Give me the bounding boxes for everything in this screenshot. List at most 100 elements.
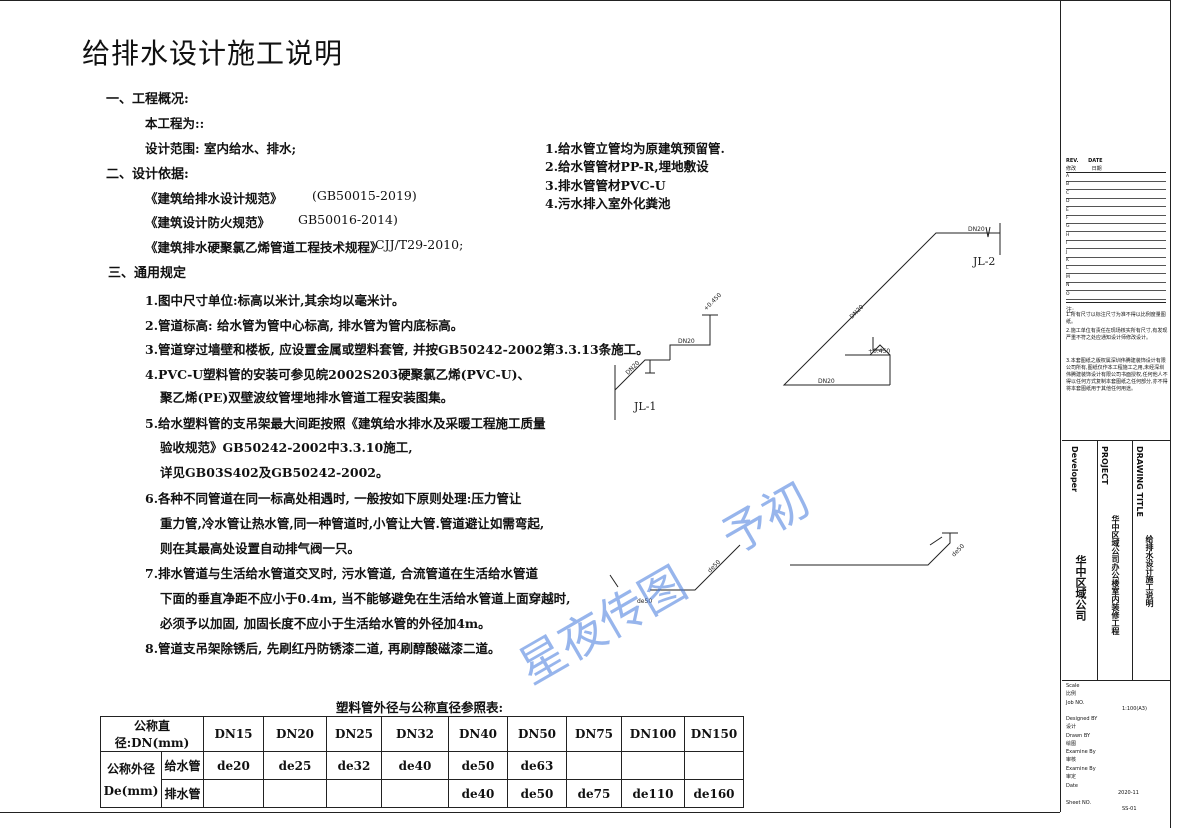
table-cell — [566, 751, 622, 780]
examine-sub: 审核 — [1066, 757, 1077, 763]
tb-note: 1.所有尺寸以标注尺寸为准不得以比例度量图纸。 — [1066, 312, 1166, 325]
table-cell: DN25 — [326, 716, 382, 752]
code-name: 《建筑排水硬聚氯乙烯管道工程技术规程》 — [145, 240, 383, 255]
table-row-label: 排水管 — [161, 779, 204, 808]
table-cell: de63 — [507, 751, 567, 780]
revision-row: E — [1066, 208, 1166, 216]
date-label: DATE — [1088, 158, 1103, 164]
drawn-label: Drawn BY — [1066, 733, 1091, 739]
sheet-value: SS-01 — [1122, 806, 1137, 812]
revision-letter: E — [1066, 207, 1069, 213]
revision-row: A — [1066, 174, 1166, 182]
project-label: PROJECT — [1100, 446, 1109, 485]
rule-item-cont: 必须予以加固, 加固长度不应小于生活给水管的外径加4m。 — [160, 616, 491, 631]
group-header-line1: 公称外径 — [107, 761, 156, 776]
table-cell: de40 — [448, 779, 508, 808]
sheet-label: Sheet NO. — [1066, 800, 1092, 806]
rev-subheader: 修改 日期 — [1066, 165, 1168, 172]
revision-letter: A — [1066, 174, 1070, 179]
table-cell: DN150 — [684, 716, 744, 752]
dim-label: DN20 — [678, 338, 695, 345]
table-cell — [263, 779, 327, 808]
dim-label: DN20 — [818, 378, 835, 385]
table-cell: DN75 — [566, 716, 622, 752]
jl1-supply-pipe — [669, 315, 711, 360]
table-cell: DN32 — [381, 716, 449, 752]
drawing-title-label: DRAWING TITLE — [1135, 446, 1144, 517]
dim-label: DN20 — [968, 226, 985, 233]
revision-letter: M — [1066, 274, 1070, 280]
developer-label: Developer — [1070, 446, 1079, 493]
table-cell — [203, 779, 264, 808]
table-cell: de160 — [684, 779, 744, 808]
revision-row: K — [1066, 258, 1166, 266]
group-header-line2: De(mm) — [103, 783, 159, 798]
code-number: CJJ/T29-2010; — [375, 237, 464, 252]
table-cell: de20 — [203, 751, 264, 780]
rule-item: 7.排水管道与生活给水管道交叉时, 污水管道, 合流管道在生活给水管道 — [145, 566, 538, 581]
examine-label: Examine By — [1066, 749, 1096, 755]
scale-sub: 比例 — [1066, 691, 1077, 697]
revision-letter: L — [1066, 266, 1069, 272]
tb-notes-heading: 注: — [1066, 307, 1075, 314]
examine2-sub: 审定 — [1066, 774, 1077, 780]
table-cell: DN20 — [263, 716, 327, 752]
code-name: 《建筑给排水设计规范》 — [145, 191, 283, 206]
table-cell: de25 — [263, 751, 327, 780]
drawing-title: 给排水设计施工说明 — [1145, 535, 1154, 607]
table-cell — [381, 779, 449, 808]
rule-item: 4.PVC-U塑料管的安装可参见皖2002S203硬聚氯乙烯(PVC-U)、 — [145, 367, 531, 382]
tb-note: 2.施工单位有责任在现场核实所有尺寸,有发现严重不符之处应通知设计师修改设计。 — [1066, 328, 1168, 341]
revision-letter: O — [1066, 291, 1070, 297]
project-name-line: 本工程为:: — [145, 116, 205, 131]
revision-row: M — [1066, 275, 1166, 283]
revision-row: L — [1066, 266, 1166, 275]
design-scope-line: 设计范围: 室内给水、排水; — [145, 141, 297, 156]
table-caption: 塑料管外径与公称直径参照表: — [336, 700, 504, 715]
revision-letter: H — [1066, 232, 1070, 238]
code-name: 《建筑设计防火规范》 — [145, 215, 271, 230]
elevation-label: +0.450 — [868, 348, 890, 355]
jl2-elev-tick — [872, 337, 883, 351]
rule-item-cont: 重力管,冷水管让热水管,同一种管道时,小管让大管.管道避让如需弯起, — [160, 516, 545, 531]
rule-item: 8.管道支吊架除锈后, 先刷红丹防锈漆二道, 再刷醇酸磁漆二道。 — [145, 641, 501, 656]
revision-letter: G — [1066, 224, 1070, 230]
sheet-frame-bottom — [0, 812, 1060, 813]
revision-row: G — [1066, 224, 1166, 233]
designed-sub: 设计 — [1066, 724, 1077, 730]
rule-item-cont: 则在其最高处设置自动排气阀一只。 — [160, 541, 361, 556]
table-cell: DN15 — [203, 716, 264, 752]
tb-col-divider — [1132, 440, 1133, 680]
pipe-diameter-table: 公称直径:DN(mm) DN15 DN20 DN25 DN32 DN40 DN5… — [99, 716, 744, 808]
revision-row: H — [1066, 233, 1166, 241]
tb-note: 3.本套图纸之版权属深圳伟腾建装饰设计有限公司所有,图纸仅作本工程施工之用,未经… — [1066, 358, 1168, 392]
table-cell: de50 — [507, 779, 567, 808]
table-row-label: 给水管 — [161, 751, 204, 780]
revision-row: I — [1066, 241, 1166, 250]
riser-label-jl1: JL-1 — [633, 400, 656, 413]
table-cell: de50 — [448, 751, 508, 780]
code-number: (GB50015-2019) — [312, 188, 417, 203]
date2-value: 2020-11 — [1118, 790, 1139, 796]
pipe-system-diagram: DN20 DN20 DN20 DN20 DN20 +0.450 +0.450 d… — [609, 223, 1001, 605]
scale-label: Scale — [1066, 683, 1080, 689]
code-number: GB50016-2014) — [298, 212, 398, 227]
designed-label: Designed BY — [1066, 716, 1098, 722]
table-cell — [621, 751, 685, 780]
jl1-diagonal-pipe — [614, 359, 670, 391]
dim-label: de50 — [950, 543, 966, 559]
elevation-label: +0.450 — [702, 292, 723, 313]
revision-row: D — [1066, 199, 1166, 208]
table-cell: de110 — [621, 779, 685, 808]
pipe-note: 4.污水排入室外化粪池 — [545, 196, 671, 211]
table-row: 公称直径:DN(mm) DN15 DN20 DN25 DN32 DN40 DN5… — [100, 716, 744, 752]
rev-divider-bottom — [1066, 302, 1166, 303]
jl2-supply-pipe — [782, 232, 1000, 386]
revision-letter: C — [1066, 190, 1070, 196]
revision-letter: B — [1066, 182, 1070, 188]
revision-row: O — [1066, 292, 1166, 300]
table-cell — [684, 751, 744, 780]
tb-divider — [1062, 680, 1170, 681]
